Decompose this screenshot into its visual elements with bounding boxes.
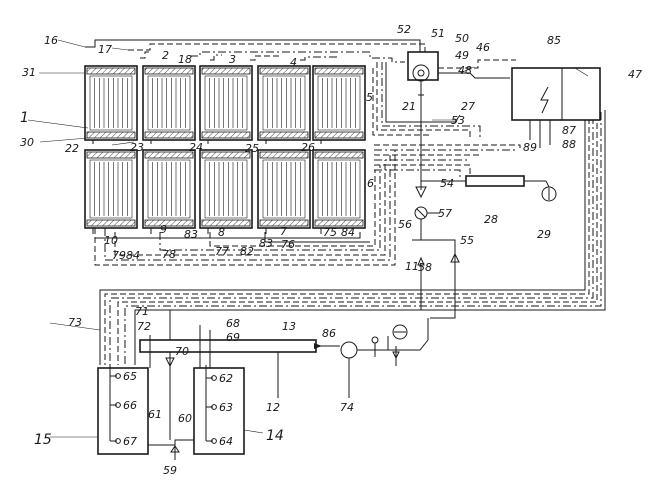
label-17: 17 <box>98 43 112 56</box>
label-84-a: 84 <box>126 249 140 262</box>
label-27: 27 <box>461 100 475 113</box>
controller-85 <box>511 67 601 148</box>
label-63: 63 <box>219 401 233 414</box>
label-53: 53 <box>451 114 465 127</box>
label-58: 58 <box>418 261 432 274</box>
label-5: 5 <box>366 91 373 104</box>
label-62: 62 <box>219 372 233 385</box>
label-26: 26 <box>301 141 315 154</box>
label-60: 60 <box>178 412 192 425</box>
label-11: 11 <box>405 260 419 273</box>
label-50: 50 <box>455 32 469 45</box>
tank-15 <box>97 365 149 455</box>
label-83-a: 83 <box>184 228 198 241</box>
label-18: 18 <box>178 53 192 66</box>
leader-lines <box>27 39 589 438</box>
label-25: 25 <box>245 142 259 155</box>
label-61: 61 <box>148 408 162 421</box>
label-15: 15 <box>34 432 52 448</box>
label-55: 55 <box>460 234 474 247</box>
label-67: 67 <box>123 435 137 448</box>
label-78: 78 <box>162 248 176 261</box>
label-51: 51 <box>431 27 445 40</box>
label-14: 14 <box>266 428 284 444</box>
label-3: 3 <box>229 53 236 66</box>
label-68: 68 <box>226 317 240 330</box>
collector-panel <box>199 149 253 234</box>
label-21: 21 <box>402 100 416 113</box>
label-29: 29 <box>537 228 551 241</box>
label-70: 70 <box>175 345 189 358</box>
label-82: 82 <box>240 245 254 258</box>
label-49: 49 <box>455 49 469 62</box>
label-2: 2 <box>162 49 169 62</box>
label-47: 47 <box>628 68 642 81</box>
tank-14 <box>193 365 245 455</box>
label-52: 52 <box>397 23 411 36</box>
pump-group <box>169 186 460 368</box>
label-30: 30 <box>20 136 34 149</box>
label-77: 77 <box>215 245 229 258</box>
collector-row-bottom <box>84 149 366 234</box>
label-83-b: 83 <box>259 237 273 250</box>
label-31: 31 <box>22 66 36 79</box>
label-84-b: 84 <box>341 226 355 239</box>
manifold-28 <box>421 175 557 202</box>
exchanger-13 <box>139 318 429 398</box>
label-46: 46 <box>476 41 490 54</box>
label-9: 9 <box>160 223 167 236</box>
label-13: 13 <box>282 320 296 333</box>
label-22: 22 <box>65 142 79 155</box>
label-57: 57 <box>438 207 452 220</box>
label-28: 28 <box>484 213 498 226</box>
label-24: 24 <box>189 141 203 154</box>
collector-panel <box>84 65 138 144</box>
label-16: 16 <box>44 34 58 47</box>
collector-panel <box>257 65 311 144</box>
label-54: 54 <box>440 177 454 190</box>
label-85: 85 <box>547 34 561 47</box>
label-12: 12 <box>266 401 280 414</box>
label-79: 79 <box>112 249 126 262</box>
label-56: 56 <box>398 218 412 231</box>
collector-panel <box>312 65 366 144</box>
label-48: 48 <box>458 64 472 77</box>
label-86: 86 <box>322 327 336 340</box>
collector-row-top <box>84 65 366 144</box>
label-10: 10 <box>104 234 118 247</box>
label-65: 65 <box>123 370 137 383</box>
label-59: 59 <box>163 464 177 477</box>
label-87: 87 <box>562 124 576 137</box>
collector-panel <box>312 149 366 234</box>
collector-panel <box>142 65 196 144</box>
label-72: 72 <box>137 320 151 333</box>
label-64: 64 <box>219 435 233 448</box>
label-88: 88 <box>562 138 576 151</box>
label-69: 69 <box>226 331 240 344</box>
label-8: 8 <box>218 226 225 239</box>
label-75: 75 <box>323 226 337 239</box>
label-66: 66 <box>123 399 137 412</box>
label-1: 1 <box>20 110 29 126</box>
collector-panel <box>84 149 138 234</box>
label-4: 4 <box>290 56 297 69</box>
valve-unit-21 <box>407 51 516 190</box>
drain-valve-59 <box>148 357 194 460</box>
return-piping <box>94 150 396 266</box>
label-74: 74 <box>340 401 354 414</box>
label-76: 76 <box>281 238 295 251</box>
label-6: 6 <box>367 177 374 190</box>
reference-numerals: 1 2 3 4 5 6 7 8 9 10 11 12 13 14 15 16 1… <box>20 23 642 477</box>
tank-feed-bundle <box>99 110 606 365</box>
label-73: 73 <box>68 316 82 329</box>
collector-panel <box>199 65 253 144</box>
collector-panel <box>257 149 311 234</box>
label-71: 71 <box>135 305 149 318</box>
collector-panel <box>142 149 196 234</box>
label-23: 23 <box>130 141 144 154</box>
label-7: 7 <box>280 225 287 238</box>
label-89: 89 <box>523 141 537 154</box>
